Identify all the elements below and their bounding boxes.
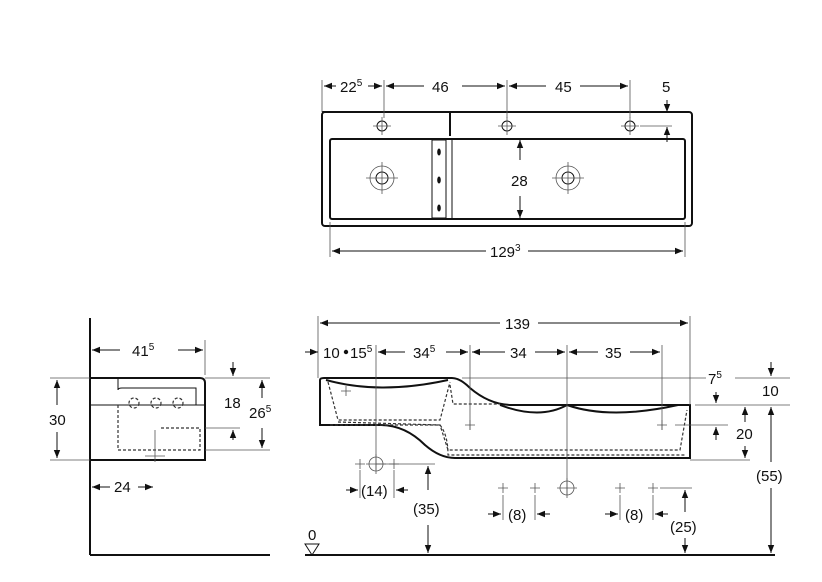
dim-label: 5: [662, 79, 670, 96]
dim-label: (35): [413, 501, 440, 518]
side-view: 415 30 18 265 24: [49, 318, 272, 556]
dim-label: 46: [432, 79, 449, 96]
drains: [366, 162, 584, 194]
dim-label: 155: [350, 344, 373, 362]
tap-holes: [373, 117, 639, 135]
dim-label: 139: [505, 316, 530, 333]
front-outline: [319, 377, 691, 459]
dim-label: (25): [670, 519, 697, 536]
dim-label: (14): [361, 483, 388, 500]
dim-label: 45: [555, 79, 572, 96]
dim-label: 1293: [490, 243, 521, 261]
floor-level-label: 0: [308, 527, 316, 544]
dim-label: 10: [323, 345, 340, 362]
dim-label: (55): [756, 468, 783, 485]
dim-label: 18: [224, 395, 241, 412]
top-view: 225 46 45 5 28 1293: [321, 78, 693, 261]
dim-label: 10: [762, 383, 779, 400]
dim-label: 20: [736, 426, 753, 443]
soap-slot: [431, 139, 447, 219]
dim-label: 345: [413, 344, 436, 362]
dim-label: (8): [625, 507, 643, 524]
floor-level-icon: [304, 543, 320, 556]
dim-label: 415: [132, 342, 155, 360]
dim-label: 24: [114, 479, 131, 496]
dim-label: 28: [511, 173, 528, 190]
dim-label: 225: [340, 78, 363, 96]
slot-holes: [437, 148, 441, 212]
dim-label: 265: [249, 404, 272, 422]
basin-outline: [329, 138, 686, 220]
tap-holes-side: [128, 397, 184, 409]
dim-label: 34: [510, 345, 527, 362]
dim-label: 35: [605, 345, 622, 362]
dim-label: (8): [508, 507, 526, 524]
dim-label: 30: [49, 412, 66, 429]
front-view: 139 10 155 345 34 35 75 10 20 (55) (14) …: [304, 316, 790, 556]
dim-label: 75: [708, 370, 722, 388]
fixing-points: [341, 386, 667, 498]
